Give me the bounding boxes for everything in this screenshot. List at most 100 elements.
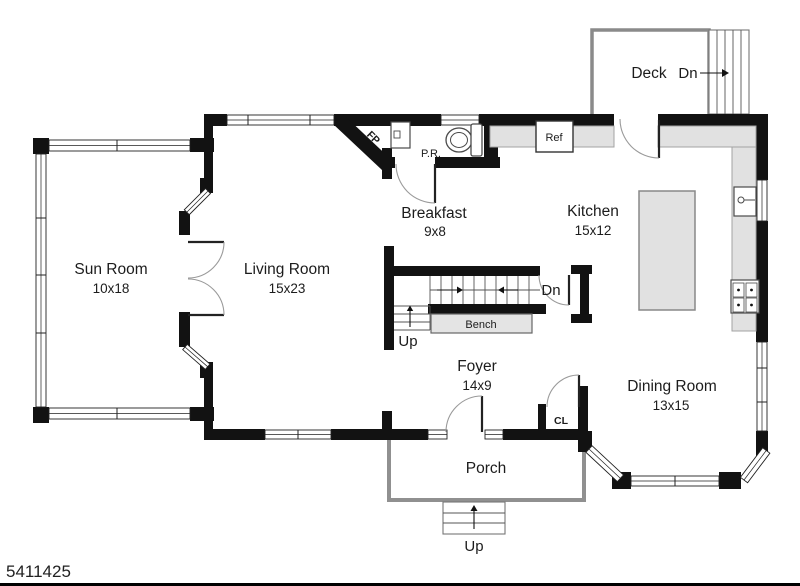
wall-segment (331, 429, 383, 440)
closet-label: CL (554, 415, 569, 427)
window-bay-left-diagonal (585, 445, 625, 483)
window-bay-right-diagonal (739, 447, 771, 484)
french-door-bottom (187, 278, 225, 317)
dining-room-label: Dining Room (627, 378, 717, 395)
kitchen-sink (733, 186, 757, 217)
window-sunroom-bottom (48, 407, 191, 420)
refrigerator-label: Ref (545, 132, 563, 144)
sun-room-label: Sun Room (74, 261, 147, 278)
breakfast-dims: 9x8 (424, 224, 446, 239)
kitchen-dims: 15x12 (575, 223, 612, 238)
wall-segment (428, 304, 546, 314)
breakfast-label: Breakfast (401, 205, 467, 222)
wall-segment (384, 246, 394, 350)
kitchen-label: Kitchen (567, 203, 619, 220)
wall-segment (204, 429, 265, 440)
deck-stairs (708, 29, 750, 115)
foyer-dims: 14x9 (462, 378, 491, 393)
wall-segment (479, 114, 614, 126)
wall-segment (382, 429, 428, 440)
sun-room-dims: 10x18 (93, 281, 130, 296)
fireplace-wall (334, 114, 394, 173)
kitchen-fixtures (489, 120, 760, 332)
wall-segment (578, 431, 592, 452)
wall-segment (394, 266, 540, 276)
bathroom-sink (390, 121, 411, 149)
wall-segment (578, 386, 588, 438)
landing-up-label: Up (398, 333, 417, 350)
stair-arrowhead-right (457, 286, 463, 294)
deck-down-arrowhead (722, 69, 729, 77)
labels: Sun Room 10x18 Living Room 15x23 Breakfa… (74, 65, 716, 555)
wall-segment (179, 312, 190, 347)
basement-stairs-door (538, 274, 571, 306)
window-sunroom-left (35, 153, 47, 408)
window-bay-bottom (630, 475, 720, 487)
stair-landing-steps (394, 305, 431, 331)
deck-structure (590, 28, 750, 115)
doors (187, 118, 661, 433)
wall-segment (33, 138, 49, 154)
powder-room-label: P.R. (421, 148, 441, 160)
wall-segment (386, 157, 395, 168)
window-foyer-right (484, 429, 504, 440)
window-living-bottom (264, 429, 332, 440)
porch-floor (388, 438, 585, 501)
kitchen-island (638, 190, 696, 311)
window-dining-right (756, 341, 768, 432)
stove (730, 279, 760, 314)
porch-structure (387, 438, 586, 535)
foyer-label: Foyer (457, 358, 497, 375)
closet-door (546, 374, 581, 408)
wall-segment (571, 314, 592, 323)
porch-label: Porch (466, 460, 507, 477)
wall-segment (334, 114, 441, 126)
living-room-label: Living Room (244, 261, 330, 278)
living-room-dims: 15x23 (269, 281, 306, 296)
french-door-top (187, 240, 225, 279)
window-sunroom-top (48, 139, 191, 152)
powder-room-door (395, 163, 437, 204)
bench-label: Bench (465, 319, 496, 331)
powder-room-fixtures (390, 121, 483, 157)
dining-room-dims: 13x15 (653, 398, 690, 413)
window-sunroom-upper-diagonal (183, 187, 212, 216)
porch-up-label: Up (464, 538, 483, 555)
landing-up-arrowhead (406, 305, 414, 311)
wall-segment (33, 407, 49, 423)
wall-segment (204, 114, 213, 184)
kitchen-counter-right-top (657, 125, 757, 148)
bottom-border (0, 583, 800, 586)
wall-segment (204, 376, 213, 440)
window-kitchen-right (756, 179, 768, 222)
toilet (445, 123, 483, 157)
wall-segment (179, 211, 190, 235)
front-door (445, 395, 484, 433)
listing-id: 5411425 (6, 562, 71, 581)
window-living-top (226, 114, 335, 126)
wall-segment (382, 411, 392, 440)
windows (35, 114, 771, 487)
wall-segment (200, 178, 213, 193)
porch-up-arrowhead (470, 505, 478, 511)
deck-door (619, 118, 661, 159)
window-powder-room (440, 114, 480, 126)
stair-arrowhead-left (498, 286, 504, 294)
wall-segment (719, 472, 741, 489)
basement-down-label: Dn (541, 282, 560, 299)
deck-down-label: Dn (678, 65, 697, 82)
wall-segment (538, 404, 546, 435)
porch-outline (387, 438, 586, 502)
wall-segment (435, 157, 500, 168)
bench (430, 313, 533, 334)
wall-segment (756, 114, 768, 180)
wall-segment (204, 114, 227, 126)
wall-segment (580, 265, 589, 323)
wall-segment (658, 114, 768, 126)
deck-label: Deck (631, 65, 667, 82)
window-foyer-left (427, 429, 448, 440)
window-sunroom-lower-diagonal (182, 343, 211, 370)
main-staircase (394, 276, 540, 334)
